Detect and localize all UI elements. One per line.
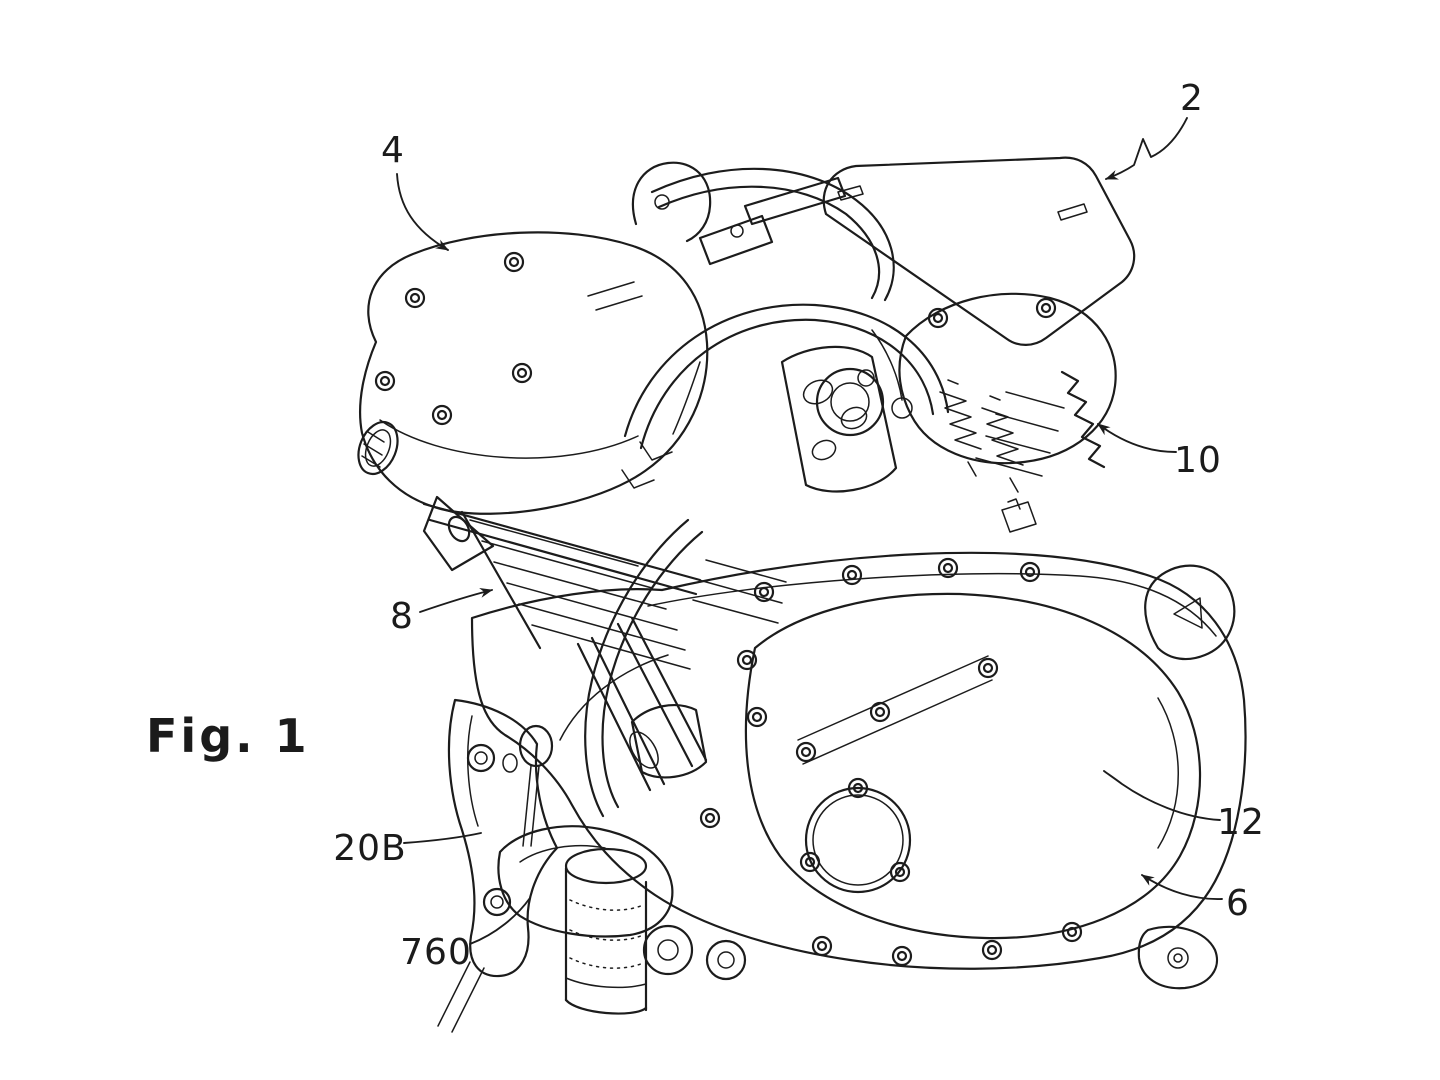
- leader-line-760: [469, 897, 531, 945]
- leader-line-20B: [403, 832, 482, 844]
- starter-motor: [497, 825, 674, 938]
- shift-knob: [518, 724, 554, 768]
- leader-line-8: [419, 588, 493, 613]
- leader-line-12: [1103, 770, 1221, 821]
- primary-cover: [744, 592, 1202, 940]
- leader-lines: [396, 117, 1223, 945]
- callout-2: 2: [1180, 78, 1204, 119]
- callout-12: 12: [1217, 802, 1265, 843]
- engine-illustration: [357, 117, 1247, 1033]
- rear-valve-cover: [822, 156, 1136, 465]
- callout-8: 8: [390, 596, 414, 637]
- leader-line-4: [396, 173, 449, 251]
- leader-line-10: [1097, 423, 1177, 453]
- leader-line-6: [1141, 874, 1223, 900]
- callout-6: 6: [1226, 883, 1250, 924]
- rear-cylinder-fins: [939, 370, 1106, 533]
- callout-10: 10: [1174, 440, 1222, 481]
- callout-20B: 20B: [333, 828, 407, 869]
- front-valve-cover: [357, 231, 709, 515]
- figure-label: Fig. 1: [146, 709, 310, 763]
- callout-760: 760: [400, 932, 472, 973]
- crankcase: [470, 551, 1247, 990]
- leader-line-2: [1105, 117, 1188, 180]
- oil-filter: [564, 847, 648, 1015]
- mount-bracket-and-oil-filter: [437, 698, 674, 1033]
- front-cylinder-fins: [422, 495, 787, 792]
- callout-4: 4: [381, 130, 405, 171]
